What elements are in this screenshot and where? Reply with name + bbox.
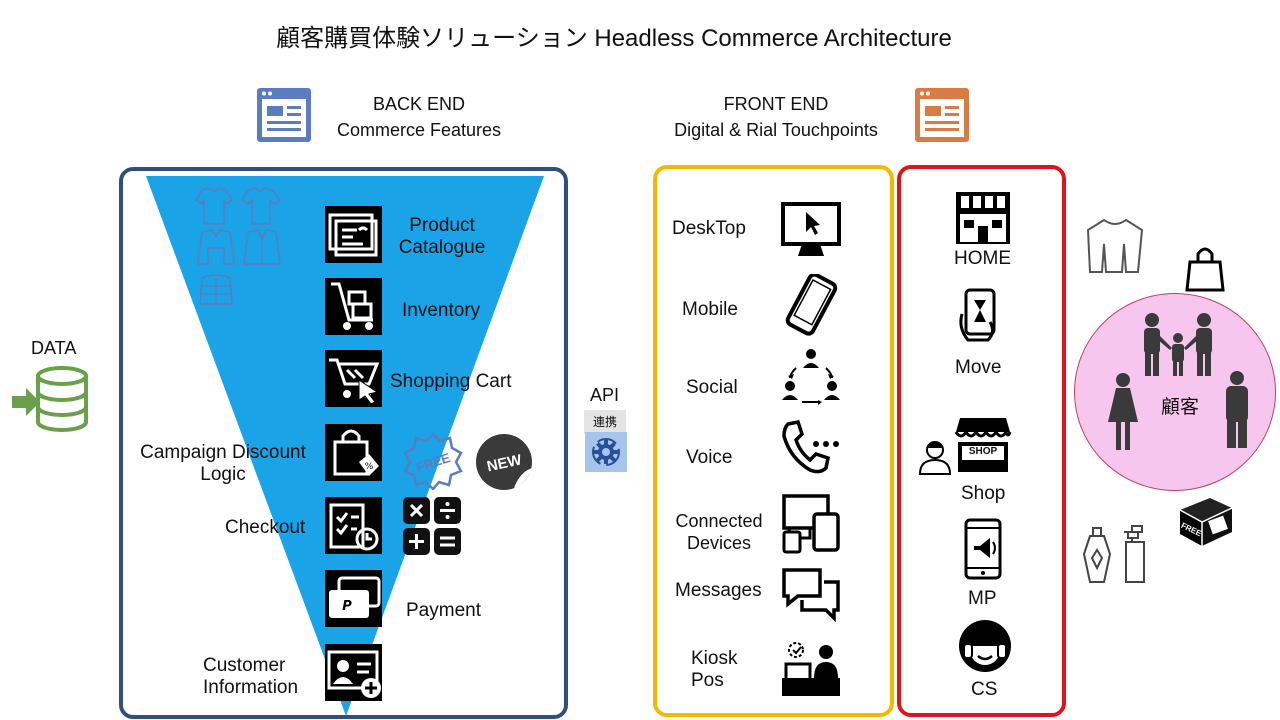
data-label: DATA <box>31 338 77 358</box>
product-label-line1: Product <box>409 215 475 236</box>
mobile-phone-icon <box>780 274 842 336</box>
shop-staff-icon <box>918 438 952 476</box>
customer-label: 顧客 <box>1161 397 1200 418</box>
messages-chat-icon <box>780 564 842 626</box>
digital-touchpoints-panel <box>653 165 894 717</box>
inventory-label: Inventory <box>402 300 481 321</box>
checkout-icon <box>325 497 382 554</box>
real-touchpoints-panel <box>897 165 1066 717</box>
backend-heading-line1: BACK END <box>372 94 466 114</box>
messages-label: Messages <box>675 580 762 601</box>
voice-label: Voice <box>686 447 733 468</box>
free-badge-icon: FREE <box>403 432 463 490</box>
voice-phone-icon <box>780 418 842 480</box>
social-label: Social <box>686 377 738 398</box>
kiosk-label-line2: Pos <box>691 670 724 691</box>
sweater-icon <box>1084 216 1146 276</box>
mp-label: MP <box>968 588 997 609</box>
mobile-label: Mobile <box>682 299 738 320</box>
backend-heading-line2: Commerce Features <box>336 120 502 140</box>
campaign-label: Campaign Discount Logic <box>128 442 318 486</box>
cs-headset-icon <box>956 618 1014 676</box>
kiosk-pos-icon <box>780 638 842 700</box>
connected-label-line1: Connected <box>675 511 763 531</box>
perfume-bottles-icon <box>1082 524 1152 586</box>
backend-window-icon <box>256 87 312 143</box>
shopping-cart-icon <box>325 350 382 407</box>
kiosk-pos-label: Kiosk Pos <box>691 648 737 692</box>
mp-phone-icon <box>962 518 1004 580</box>
api-badge: 連携 <box>584 410 626 434</box>
social-network-icon <box>780 346 842 408</box>
connected-label-line2: Devices <box>686 533 752 553</box>
api-label: API <box>590 385 620 405</box>
calculator-icon <box>403 497 461 555</box>
campaign-bag-icon: % <box>325 424 382 481</box>
api-gear-icon <box>585 432 627 472</box>
clothing-icons <box>194 186 284 310</box>
free-badge-text: FREE <box>414 450 452 475</box>
family-icon <box>1138 312 1220 378</box>
svg-text:P: P <box>342 599 352 614</box>
page-title: 顧客購買体験ソリューション Headless Commerce Architec… <box>276 25 952 52</box>
home-label: HOME <box>954 248 1011 269</box>
connected-devices-label: Connected Devices <box>664 510 774 554</box>
shopping-bag-icon <box>1184 244 1226 292</box>
customer-label-line1: Customer <box>203 655 286 676</box>
inventory-icon <box>325 278 382 335</box>
customer-label-line2: Information <box>203 677 299 698</box>
cs-label: CS <box>971 679 998 700</box>
connected-devices-icon <box>780 492 842 554</box>
free-box-icon: FREE <box>1176 492 1234 548</box>
move-phone-hand-icon <box>956 288 1008 344</box>
frontend-heading-line1: FRONT END <box>723 94 829 114</box>
desktop-monitor-icon <box>780 200 842 262</box>
checkout-label: Checkout <box>225 517 306 538</box>
home-store-icon <box>954 190 1012 246</box>
payment-card-icon: P <box>325 570 382 627</box>
payment-label: Payment <box>406 600 481 621</box>
frontend-heading-line2: Digital & Rial Touchpoints <box>674 120 878 140</box>
move-label: Move <box>955 357 1002 378</box>
customer-information-icon <box>325 644 382 701</box>
database-icon <box>10 364 90 436</box>
shop-label: Shop <box>961 483 1006 504</box>
woman-icon <box>1106 372 1140 452</box>
shopping-cart-label: Shopping Cart <box>390 371 512 392</box>
shop-sign-text: SHOP <box>968 446 998 457</box>
backend-panel <box>119 167 568 719</box>
man-icon <box>1220 370 1254 450</box>
svg-text:%: % <box>365 462 374 472</box>
desktop-label: DeskTop <box>672 218 746 239</box>
new-badge-icon: NEW <box>474 432 536 494</box>
shop-storefront-icon <box>954 416 1012 476</box>
backend-heading: BACK END Commerce Features <box>320 91 518 143</box>
campaign-label-line2: Logic <box>200 464 246 485</box>
kiosk-label-line1: Kiosk <box>691 648 738 669</box>
frontend-window-icon <box>914 87 970 143</box>
product-label-line2: Catalogue <box>398 237 486 258</box>
campaign-label-line1: Campaign Discount <box>140 442 306 463</box>
frontend-heading: FRONT END Digital & Rial Touchpoints <box>656 91 896 143</box>
product-catalogue-label: Product Catalogue <box>386 215 498 259</box>
customer-information-label: Customer Information <box>203 655 298 699</box>
product-catalogue-icon <box>325 206 382 263</box>
